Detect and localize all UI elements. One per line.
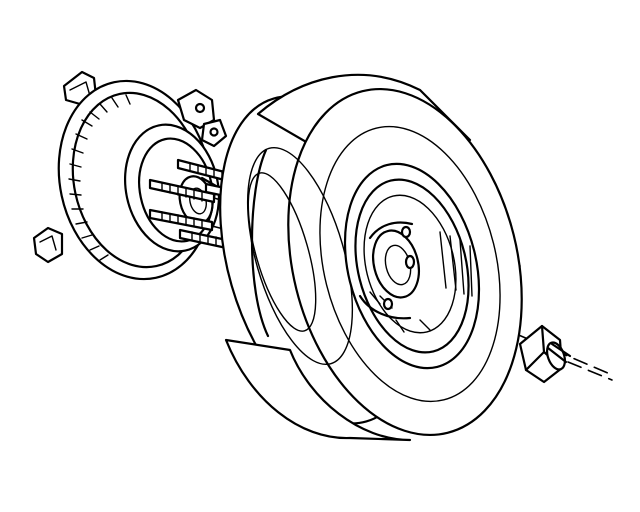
mounting-ear-top (176, 88, 216, 130)
wheel-rim (343, 162, 481, 370)
wheel-stud-2 (148, 178, 216, 204)
tone-ring (68, 94, 131, 261)
mounting-ear-right (200, 118, 228, 148)
wheel-nut-icon (518, 324, 613, 384)
hub-assembly-icon (32, 70, 228, 281)
tire-icon (219, 73, 523, 442)
mounting-clip-bottom (32, 226, 64, 264)
wheel-stud-3 (148, 208, 214, 232)
